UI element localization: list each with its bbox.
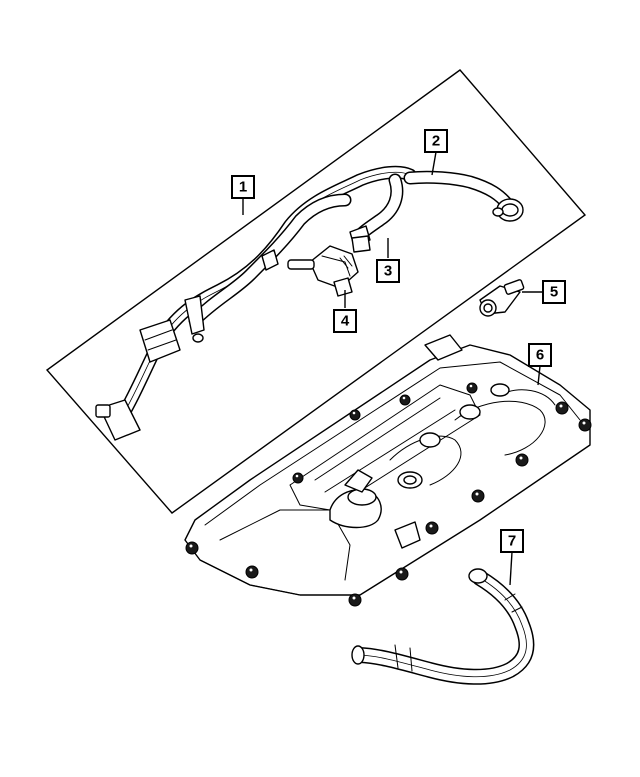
callout-label: 3	[384, 263, 392, 280]
hose-group-frame	[45, 69, 587, 514]
callout-4: 4	[333, 309, 357, 333]
callout-label: 2	[432, 133, 440, 150]
callout-7: 7	[500, 529, 524, 553]
hose-harness	[95, 165, 417, 441]
callout-6: 6	[528, 343, 552, 367]
callout-label: 5	[550, 284, 558, 301]
callout-label: 4	[341, 313, 350, 330]
callout-2: 2	[424, 129, 448, 153]
callout-label: 7	[508, 533, 516, 550]
callout-1: 1	[231, 175, 255, 199]
callout-3: 3	[376, 259, 400, 283]
callout-label: 1	[239, 179, 247, 196]
cylinder-head-cover	[184, 334, 592, 607]
breather-hose	[351, 568, 535, 685]
leader-2	[431, 151, 437, 176]
pcv-valve	[287, 245, 359, 297]
leader-6	[537, 365, 541, 386]
leader-7	[509, 551, 513, 586]
tube	[351, 235, 371, 253]
ventilation-hose	[403, 170, 524, 222]
sensor	[479, 279, 525, 317]
callout-label: 6	[536, 347, 544, 364]
callout-5: 5	[542, 280, 566, 304]
